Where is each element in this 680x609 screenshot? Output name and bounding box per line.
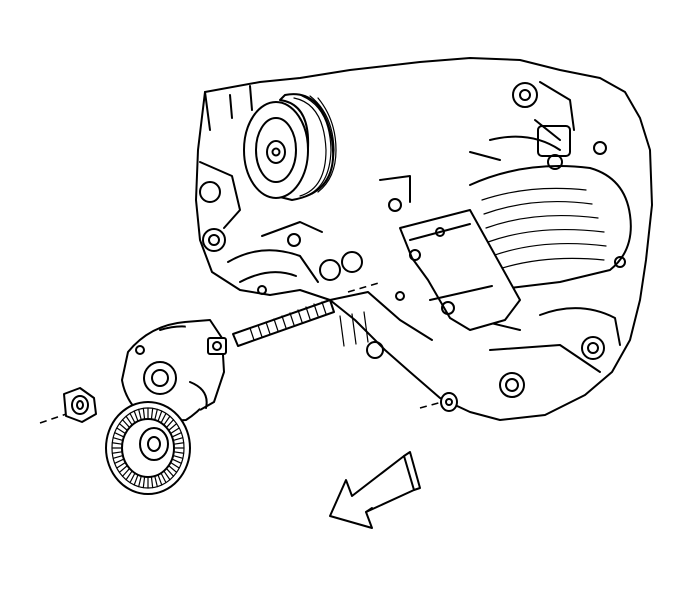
- pulley-rib: [150, 407, 154, 419]
- pulley-rib: [168, 465, 178, 473]
- pulley-rib: [133, 475, 139, 486]
- pulley-rib: [142, 477, 146, 489]
- pulley-rib: [114, 458, 124, 464]
- pulley-rib: [133, 410, 139, 421]
- pulley-rib: [118, 465, 128, 473]
- pulley-rib: [173, 455, 184, 459]
- pulley-rib: [160, 412, 167, 423]
- pulley-rib: [112, 437, 123, 441]
- pulley-rib: [160, 473, 167, 484]
- front-direction-arrow: [329, 451, 421, 529]
- mounting-bracket: [379, 175, 521, 331]
- pulley-rib: [116, 462, 126, 469]
- pulley-rib: [125, 415, 133, 425]
- pulley-rib: [112, 455, 123, 459]
- power-steering-pulley: [243, 93, 337, 201]
- pulley-rib: [121, 419, 130, 428]
- pulley-rib: [138, 476, 142, 488]
- tensioner-pulley: [105, 401, 191, 495]
- pulley-rib: [125, 471, 133, 481]
- pulley-rib: [166, 468, 175, 477]
- pulley-rib: [157, 410, 163, 421]
- tensioner-stud: [232, 299, 335, 347]
- pulley-rib: [129, 473, 136, 484]
- pulley-rib: [168, 423, 178, 431]
- pulley-rib: [154, 476, 158, 488]
- pulley-rib: [174, 442, 185, 445]
- pulley-rib: [157, 475, 163, 486]
- pulley-rib: [174, 451, 185, 454]
- pulley-rib: [170, 462, 180, 469]
- pulley-rib: [163, 415, 171, 425]
- pulley-rib: [114, 432, 124, 438]
- pulley-rib: [111, 451, 122, 454]
- pulley-rib: [150, 477, 154, 489]
- pulley-rib: [111, 442, 122, 445]
- pulley-rib: [142, 407, 146, 419]
- drive-belt-tensioner: [121, 319, 227, 423]
- pulley-rib: [118, 423, 128, 431]
- pulley-rib: [172, 432, 182, 438]
- nut: [63, 387, 97, 423]
- pulley-rib: [163, 471, 171, 481]
- pulley-rib: [129, 412, 136, 423]
- pulley-rib: [154, 408, 158, 420]
- pulley-rib: [121, 468, 130, 477]
- pulley-rib: [166, 419, 175, 428]
- pulley-rib: [116, 427, 126, 434]
- pulley-rib: [138, 408, 142, 420]
- pulley-rib: [172, 458, 182, 464]
- pulley-rib: [170, 427, 180, 434]
- pulley-rib: [173, 437, 184, 441]
